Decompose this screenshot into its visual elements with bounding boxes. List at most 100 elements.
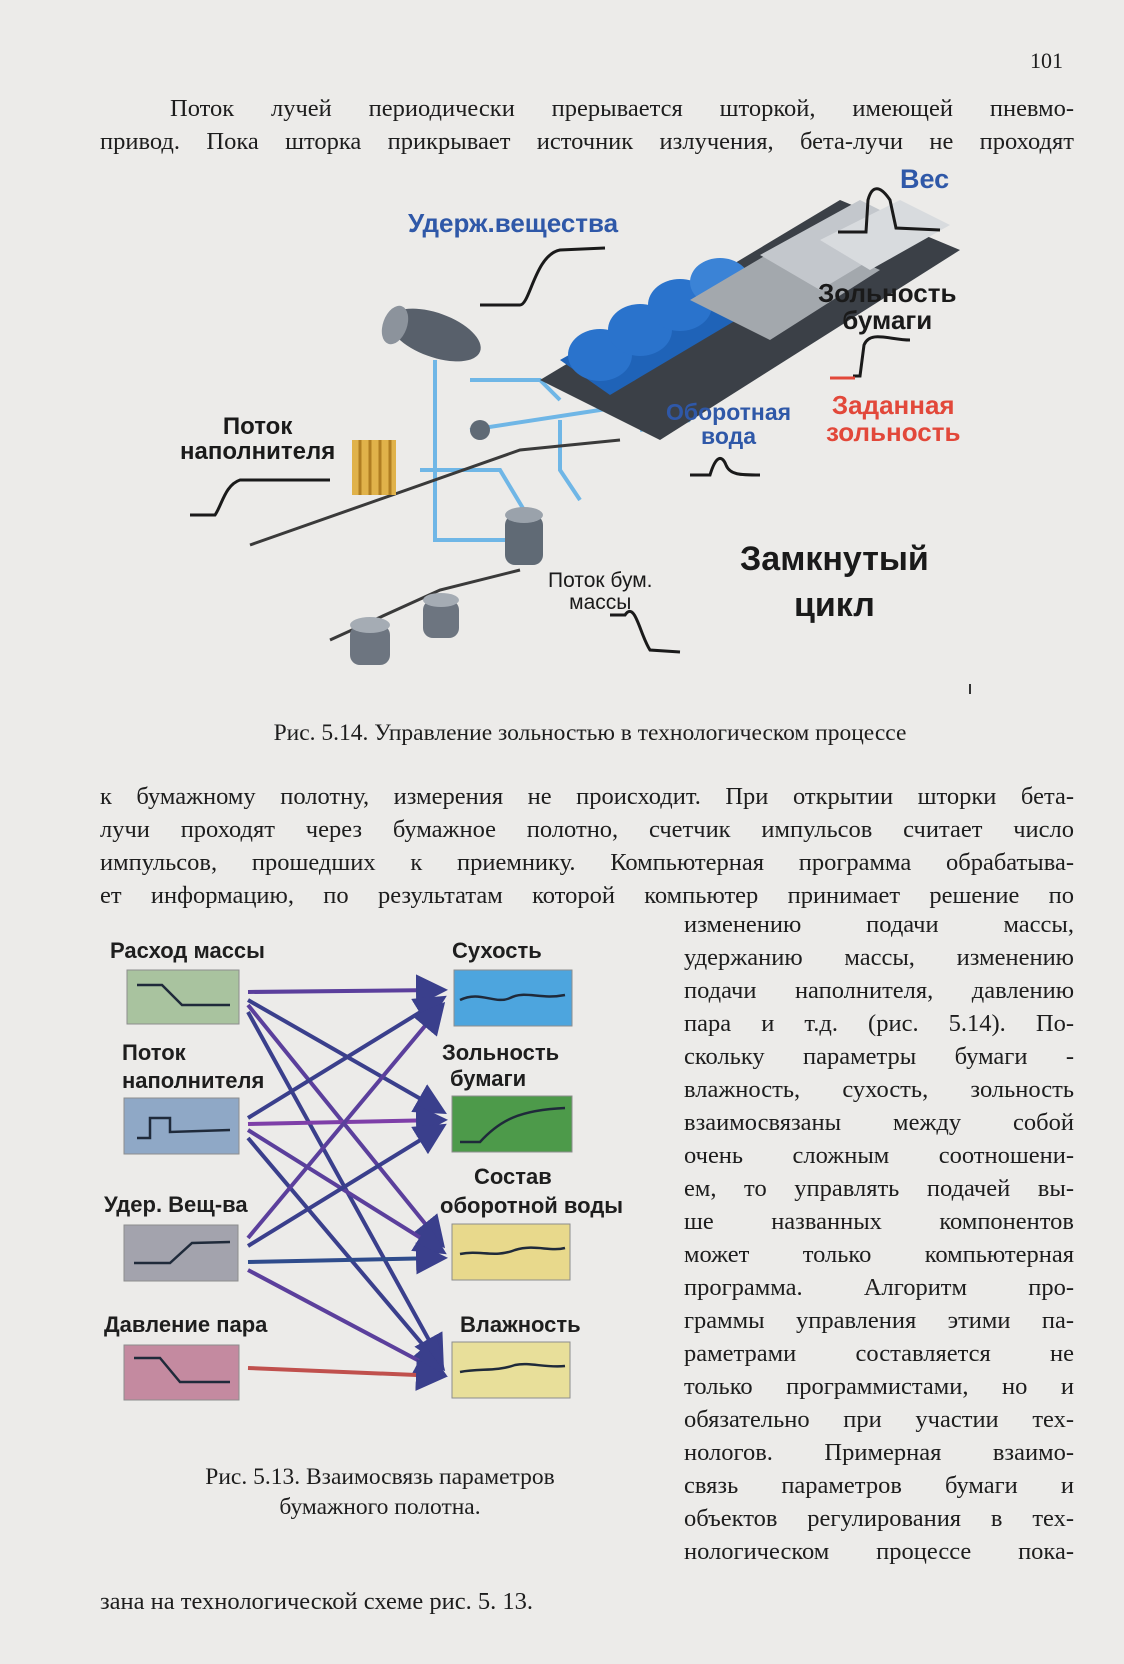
figure-5-14: Вес Удерж.вещества Зольность бумаги Зада… xyxy=(0,0,1124,715)
label-oborot-line-2: вода xyxy=(701,423,757,450)
right-line: удержанию массы, изменению xyxy=(684,944,1074,971)
ves-curve xyxy=(838,187,941,234)
right-line: связь параметров бумаги и xyxy=(684,1472,1074,1499)
output-label-zolnost: Зольность xyxy=(442,1040,560,1065)
right-line: объектов регулирования в тех- xyxy=(684,1505,1074,1532)
right-line: ем, то управлять подачей вы- xyxy=(684,1175,1074,1202)
right-line: граммы управления этими па- xyxy=(684,1307,1074,1334)
label-potok-bum: Поток бум. массы xyxy=(548,569,653,615)
arrow xyxy=(246,1011,444,1368)
output-label-vlazhnost: Влажность xyxy=(460,1312,581,1337)
right-line: раметрами составляется не xyxy=(684,1340,1074,1367)
label-uderzh: Удерж.вещества xyxy=(408,208,619,238)
right-line: скольку параметры бумаги - xyxy=(684,1043,1074,1070)
input-label-potok: Поток xyxy=(122,1040,186,1065)
figure-5-13-caption-line-1: Рис. 5.13. Взаимосвязь параметров xyxy=(205,1464,555,1490)
figure-5-14-caption: Рис. 5.14. Управление зольностью в техно… xyxy=(273,720,907,746)
right-line: нологическом процессе пока- xyxy=(684,1538,1074,1565)
right-line: только программистами, но и xyxy=(684,1373,1074,1400)
label-ves: Вес xyxy=(900,164,950,194)
paragraph-middle-line-1: к бумажному полотну, измерения не происх… xyxy=(100,783,1074,810)
arrow xyxy=(247,1242,448,1275)
input-box-rashod xyxy=(126,969,240,1025)
potok-bum-curve xyxy=(610,610,681,654)
label-potok-nap-line-2: наполнителя xyxy=(180,438,336,466)
arrow xyxy=(246,1136,446,1372)
label-oborot-line-1: Оборотная xyxy=(666,399,792,425)
output-box-zolnost xyxy=(451,1095,573,1153)
curve-zolnost xyxy=(460,1106,566,1144)
input-box-davlenie xyxy=(123,1344,240,1401)
input-box-potok xyxy=(123,1097,240,1155)
curve-uder xyxy=(134,1240,231,1265)
arrow xyxy=(246,995,447,1120)
arrow xyxy=(247,1359,448,1391)
right-line: нологов. Примерная взаимо- xyxy=(684,1439,1074,1466)
output-label-oborot: оборотной воды xyxy=(440,1193,624,1218)
paragraph-middle: к бумажному полотну, измерения не происх… xyxy=(100,780,1074,912)
signal-curves xyxy=(190,187,941,654)
paragraph-top-line-2: привод. Пока шторка прикрывает источник … xyxy=(100,128,1074,155)
curve-sostav xyxy=(459,1246,566,1256)
box-curves xyxy=(134,983,566,1384)
curve-rashod xyxy=(137,983,230,1007)
output-box-sostav xyxy=(451,1223,571,1281)
label-potok-bum-line-2: массы xyxy=(569,591,632,615)
paragraph-middle-line-4: ет информацию, по результатам которой ко… xyxy=(100,882,1074,909)
paragraph-right-column: изменению подачи массы, удержанию массы,… xyxy=(684,908,1074,1568)
label-zadannaya-line-2: зольность xyxy=(826,417,961,448)
curve-suhost xyxy=(459,993,566,1002)
output-box-vlazhnost xyxy=(451,1341,571,1399)
label-zolnost: Зольность бумаги xyxy=(818,278,957,336)
output-label-sostav: Состав xyxy=(474,1164,552,1189)
paragraph-bottom: зана на технологической схеме рис. 5. 13… xyxy=(100,1588,533,1615)
page-number: 101 xyxy=(1030,48,1063,73)
arrow xyxy=(247,1104,448,1137)
right-line: пара и т.д. (рис. 5.14). По- xyxy=(684,1010,1074,1037)
connection-arrows xyxy=(246,974,448,1391)
paper-machine-icon xyxy=(540,200,960,440)
arrow xyxy=(246,1123,447,1248)
paragraph-middle-line-3: импульсов, прошедших к приемнику. Компью… xyxy=(100,849,1074,876)
right-line: подачи наполнителя, давлению xyxy=(684,977,1074,1004)
potok-nap-curve xyxy=(190,478,330,517)
paragraph-top: Поток лучей периодически прерывается што… xyxy=(100,92,1074,158)
right-line: обязательно при участии тех- xyxy=(684,1406,1074,1433)
arrow xyxy=(246,1128,447,1255)
curve-davlenie xyxy=(134,1356,230,1384)
tank-icon xyxy=(381,305,481,362)
curve-potok xyxy=(137,1116,231,1140)
label-zamk-line-1: Замкнутый xyxy=(740,540,929,578)
paragraph-top-line-1: Поток лучей периодически прерывается што… xyxy=(170,95,1074,122)
arrow xyxy=(246,1001,446,1240)
arrow xyxy=(247,974,448,1007)
label-potok-bum-line-1: Поток бум. xyxy=(548,569,653,592)
pump-icon xyxy=(470,420,543,565)
figure-5-13-caption: Рис. 5.13. Взаимосвязь параметров бумажн… xyxy=(140,1462,620,1522)
input-label-napolnitelya: наполнителя xyxy=(122,1068,265,1093)
oborot-curve xyxy=(690,457,761,477)
label-zadannaya-line-1: Заданная xyxy=(831,390,955,420)
arrow xyxy=(247,998,447,1114)
figure-5-14-graphics xyxy=(190,187,971,694)
figure-5-13-caption-line-2: бумажного полотна. xyxy=(279,1494,481,1520)
input-label-rashod: Расход массы xyxy=(110,938,265,963)
filler-heater-icon xyxy=(352,440,396,495)
label-zolnost-line-2: бумаги xyxy=(842,305,933,336)
label-zadannaya: Заданная зольность xyxy=(826,390,961,448)
right-line: взаимосвязаны между собой xyxy=(684,1109,1074,1136)
right-line: изменению подачи массы, xyxy=(684,911,1074,938)
arrow xyxy=(246,1003,446,1249)
input-label-davlenie: Давление пара xyxy=(104,1312,268,1337)
right-line: программа. Алгоритм про- xyxy=(684,1274,1074,1301)
output-label-suhost: Сухость xyxy=(452,938,542,963)
zolnost-curve xyxy=(853,335,911,378)
label-zolnost-line-1: Зольность xyxy=(818,278,957,308)
right-line: ше названных компонентов xyxy=(684,1208,1074,1235)
output-box-suhost xyxy=(453,969,573,1027)
curve-vlazhnost xyxy=(459,1362,566,1374)
right-line: влажность, сухость, зольность xyxy=(684,1076,1074,1103)
label-potok-nap-line-1: Поток xyxy=(222,413,293,440)
arrow xyxy=(247,1268,448,1376)
input-label-uder: Удер. Вещ-ва xyxy=(104,1192,248,1217)
